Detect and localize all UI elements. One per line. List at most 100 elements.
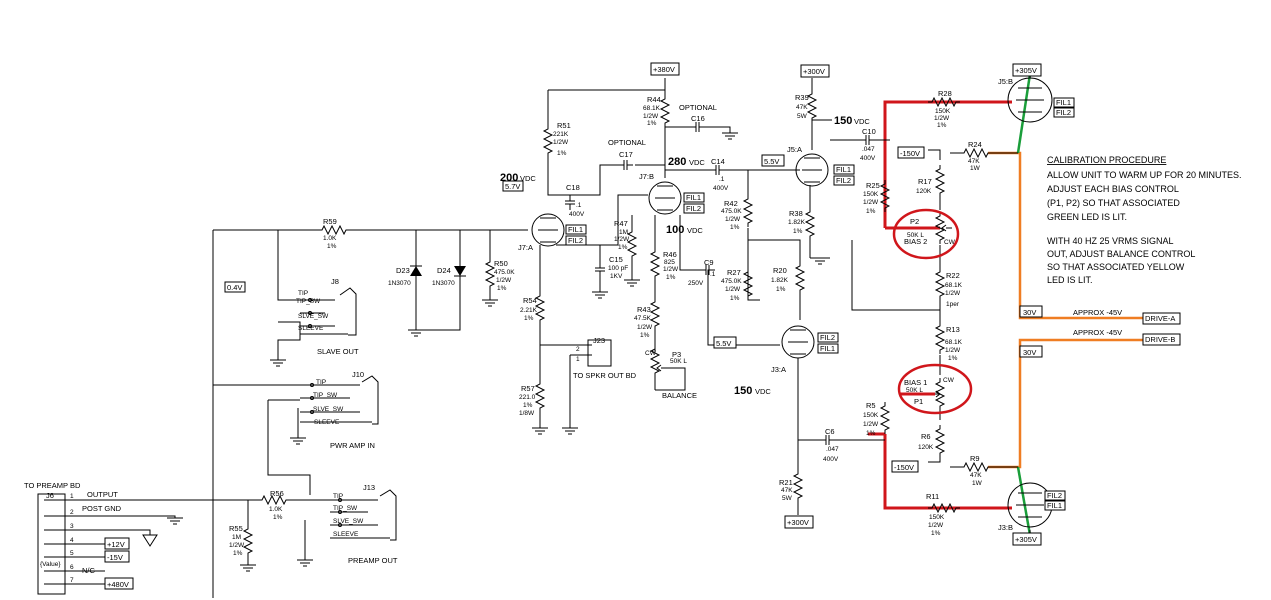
- r13-tol: 1%: [948, 355, 958, 362]
- r21-watt: 5W: [782, 495, 793, 502]
- j13-tipsw: TIP_SW: [333, 505, 358, 512]
- calibration-title: CALIBRATION PROCEDURE: [1047, 155, 1166, 165]
- r46-watt: 1/2W: [663, 266, 679, 273]
- grounds: [142, 132, 830, 572]
- p2-ref: P2: [910, 217, 919, 226]
- rail-305v-bottom: +305V: [1015, 535, 1037, 544]
- rail-plus12v: +12V: [107, 540, 125, 549]
- j10-sleeve: SLEEVE: [314, 419, 340, 426]
- j8-sleeve: SLEEVE: [298, 325, 324, 332]
- r47-watt: 1/2W: [614, 236, 630, 243]
- j6-pin3: 3: [70, 523, 74, 530]
- voltage-30v-b: 30V: [1023, 348, 1036, 357]
- r27-watt: 1/2W: [725, 286, 741, 293]
- r13-ref: R13: [946, 325, 960, 334]
- r28-watt: 1/2W: [934, 115, 950, 122]
- j8-tip: TIP: [298, 290, 308, 297]
- j6-title: TO PREAMP BD: [24, 481, 81, 490]
- r39-ref: R39: [795, 93, 809, 102]
- j7a-label: J7:A: [518, 243, 533, 252]
- c6-volt: 400V: [823, 456, 839, 463]
- j6-pin7: 7: [70, 577, 74, 584]
- c14-volt: 400V: [713, 185, 729, 192]
- c10-volt: 400V: [860, 155, 876, 162]
- j7b-fil1: FIL1: [686, 193, 701, 202]
- p2-cw: CW: [944, 239, 956, 246]
- r5-ref: R5: [866, 401, 876, 410]
- calibration-line-1: ALLOW UNIT TO WARM UP FOR 20 MINUTES.: [1047, 170, 1242, 180]
- p1-highlight-circle: [897, 363, 973, 415]
- c9-ref: C9: [704, 258, 714, 267]
- r27-tol: 1%: [730, 295, 740, 302]
- r57-watt: 1/8W: [519, 410, 535, 417]
- r6-val: 120K: [918, 444, 934, 451]
- p2-highlight-circle: [892, 208, 960, 260]
- calibration-line-2: ADJUST EACH BIAS CONTROL: [1047, 184, 1179, 194]
- j10-name: PWR AMP IN: [330, 441, 375, 450]
- j6-pin5: 5: [70, 550, 74, 557]
- r55-ref: R55: [229, 524, 243, 533]
- dc-280-unit: VDC: [689, 158, 705, 167]
- part-labels: C18 .1 400V OPTIONAL C17 OPTIONAL C16 C1…: [388, 103, 956, 463]
- r54-val: 2.21K: [520, 307, 538, 314]
- c18-val: .1: [576, 202, 582, 209]
- r11-val: 150K: [929, 514, 945, 521]
- r44-watt: 1/2W: [643, 113, 659, 120]
- tube-j3b: [1007, 482, 1066, 528]
- jack-j8: [277, 287, 357, 360]
- r11-tol: 1%: [931, 530, 941, 537]
- r59-val: 1.0K: [323, 235, 337, 242]
- j8-ref: J8: [331, 277, 339, 286]
- r42-watt: 1/2W: [725, 216, 741, 223]
- r47-val: 1M: [619, 229, 628, 236]
- p1-cw: CW: [943, 377, 955, 384]
- r51-ref: R51: [557, 121, 571, 130]
- r11-watt: 1/2W: [928, 522, 944, 529]
- diodes: [410, 265, 466, 277]
- j6-pin4: 4: [70, 537, 74, 544]
- voltage-5-5v-a: 5.5V: [764, 157, 779, 166]
- r51-val: 221K: [553, 131, 569, 138]
- r46-val: 825: [664, 259, 675, 266]
- c10-val: .047: [862, 146, 875, 153]
- c6-ref: C6: [825, 427, 835, 436]
- p3-val: 50K L: [670, 358, 687, 365]
- r25-tol: 1%: [866, 208, 876, 215]
- c14-val: .1: [719, 176, 725, 183]
- r59-tol: 1%: [327, 243, 337, 250]
- calibration-note: CALIBRATION PROCEDURE ALLOW UNIT TO WARM…: [1047, 155, 1242, 285]
- resistor-labels: R59 1.0K 1% R51 221K 1/2W 1% R44 68.1K 1…: [229, 89, 983, 557]
- r57-tol: 1%: [523, 402, 533, 409]
- r57-ref: R57: [521, 384, 535, 393]
- r50-ref: R50: [494, 259, 508, 268]
- c9-volt: 250V: [688, 280, 704, 287]
- r42-val: 475.0K: [721, 208, 742, 215]
- r56-ref: R56: [270, 489, 284, 498]
- j5a-fil1: FIL1: [836, 165, 851, 174]
- r56-val: 1.0K: [269, 506, 283, 513]
- rail-minus15v: -15V: [107, 553, 123, 562]
- r42-tol: 1%: [730, 224, 740, 231]
- dc-150-top-unit: VDC: [854, 117, 870, 126]
- j3b-fil2: FIL2: [1047, 491, 1062, 500]
- drive-labels: DRIVE-A DRIVE-B APPROX -45V APPROX -45V: [1073, 308, 1175, 344]
- r25-ref: R25: [866, 181, 880, 190]
- j6-value: {Value}: [40, 561, 61, 568]
- j5b-label: J5:B: [998, 77, 1013, 86]
- r24-val: 47K: [968, 158, 980, 165]
- r38-ref: R38: [789, 209, 803, 218]
- c17-optional: OPTIONAL: [608, 138, 646, 147]
- voltage-5-5v-b: 5.5V: [716, 339, 731, 348]
- j6-pin6: 6: [70, 564, 74, 571]
- c9-val: .1: [710, 271, 716, 278]
- tube-j7b: [648, 181, 705, 215]
- c17-ref: C17: [619, 150, 633, 159]
- r39-val: 47K: [796, 104, 808, 111]
- r22-tol: 1per: [946, 301, 960, 308]
- r27-val: 475.0K: [721, 278, 742, 285]
- j8-name: SLAVE OUT: [317, 347, 359, 356]
- r5-val: 150K: [863, 412, 879, 419]
- rail-305v-top: +305V: [1015, 66, 1037, 75]
- r28-ref: R28: [938, 89, 952, 98]
- r43-val: 47.5K: [634, 315, 652, 322]
